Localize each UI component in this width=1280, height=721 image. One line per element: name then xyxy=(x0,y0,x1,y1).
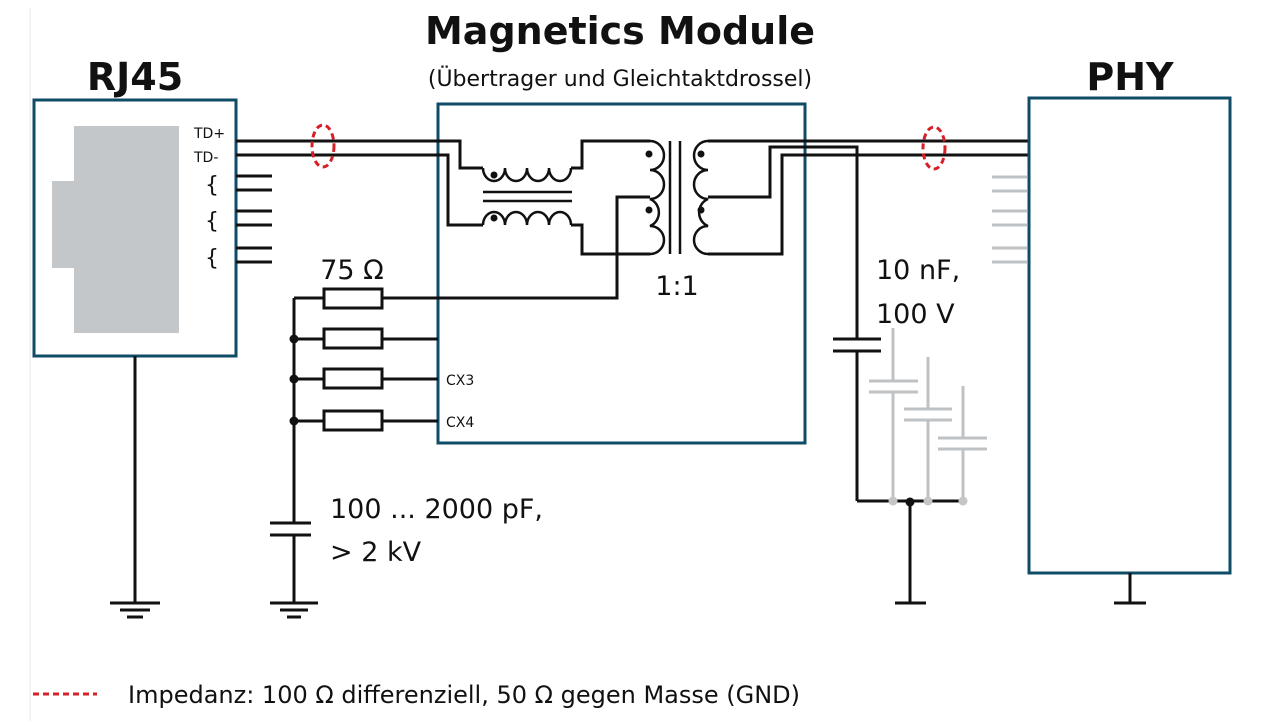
transformer-ratio: 1:1 xyxy=(655,271,698,302)
legend-text: Impedanz: 100 Ω differenziell, 50 Ω gege… xyxy=(128,681,800,709)
unused-phy-pins xyxy=(992,175,1027,264)
hv-cap-value-line1: 100 ... 2000 pF, xyxy=(330,494,543,525)
rj45-block: TD+ TD- { { { xyxy=(32,98,272,619)
phy-block xyxy=(992,96,1232,605)
rj45-label: RJ45 xyxy=(87,55,183,99)
td-plus-wire xyxy=(236,139,483,170)
unused-pair-stubs xyxy=(236,174,272,264)
rj45-connector-icon xyxy=(52,126,179,333)
pair-brace-1: { xyxy=(205,173,219,198)
pin-label-cx4: CX4 xyxy=(446,415,474,431)
resistor-2 xyxy=(322,327,384,350)
phy-td-minus-wire xyxy=(708,153,1029,256)
termination-network xyxy=(289,287,438,522)
transformer-icon xyxy=(645,139,709,256)
resistor-4 xyxy=(322,409,384,432)
pair-brace-2: { xyxy=(205,209,219,234)
common-mode-choke-icon xyxy=(481,167,573,226)
td-minus-wire xyxy=(236,153,483,227)
hv-capacitor-icon xyxy=(270,521,311,603)
phy-cap-value-line2: 100 V xyxy=(876,299,955,330)
resistor-1 xyxy=(322,287,384,310)
resistor-3 xyxy=(322,367,384,390)
magnetics-module-box xyxy=(436,102,807,445)
diagram-title: Magnetics Module xyxy=(425,9,815,53)
hv-cap-value-line2: > 2 kV xyxy=(330,537,422,568)
legend: Impedanz: 100 Ω differenziell, 50 Ω gege… xyxy=(33,681,800,709)
impedance-marker-right xyxy=(921,125,947,171)
unused-pair-capacitors xyxy=(869,328,987,506)
pin-label-cx3: CX3 xyxy=(446,373,474,389)
phy-label: PHY xyxy=(1086,55,1174,99)
pair-brace-3: { xyxy=(205,246,219,271)
ground-icon xyxy=(110,601,160,619)
primary-center-tap-wire xyxy=(382,195,650,300)
pin-label-td-plus: TD+ xyxy=(193,126,225,142)
pin-label-td-minus: TD- xyxy=(193,150,218,166)
choke-to-xfmr-top xyxy=(571,139,650,170)
phy-cap-value-line1: 10 nF, xyxy=(876,255,960,286)
resistor-value-label: 75 Ω xyxy=(320,255,384,286)
impedance-marker-left xyxy=(310,123,336,169)
secondary-center-tap-wire xyxy=(708,145,859,338)
diagram-subtitle: (Übertrager und Gleichtaktdrossel) xyxy=(428,66,812,92)
phy-box xyxy=(1027,96,1232,575)
ground-icon xyxy=(270,601,318,619)
